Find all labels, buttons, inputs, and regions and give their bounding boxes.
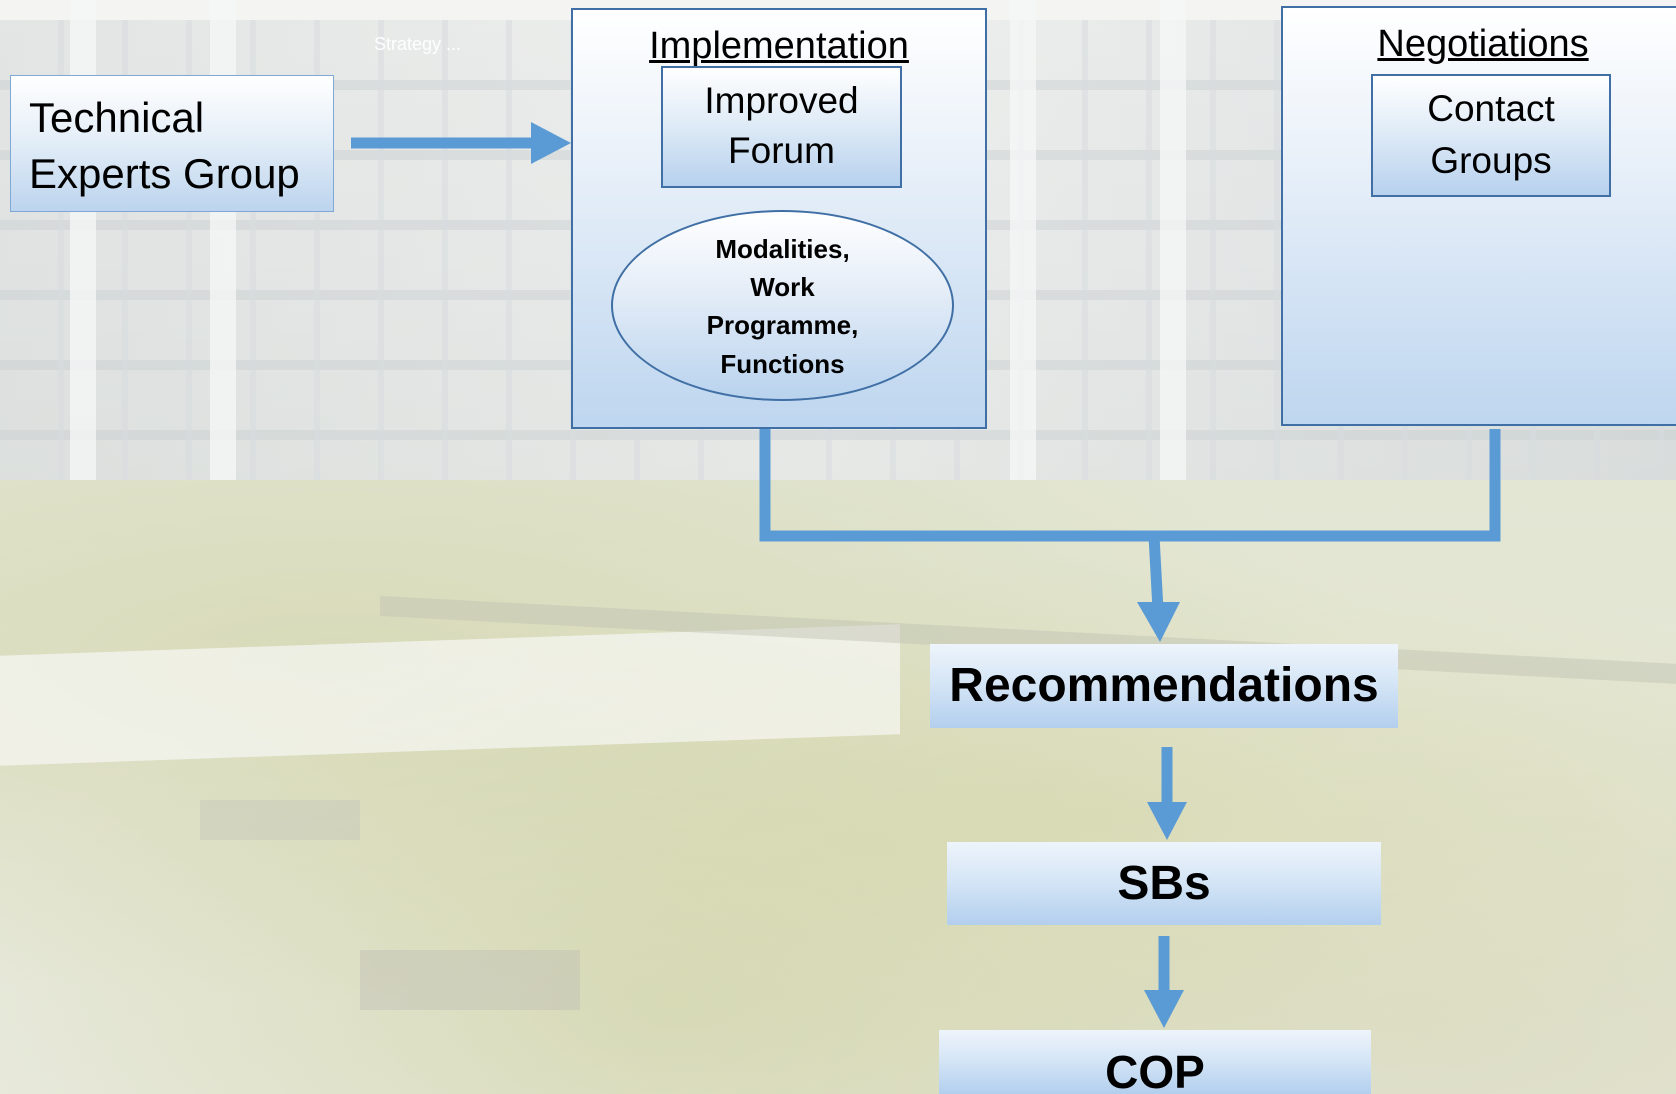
arrowhead-to-recommendations (1137, 602, 1180, 642)
technical-experts-line2: Experts Group (29, 150, 300, 197)
technical-experts-line1: Technical (29, 94, 205, 141)
implementation-box: Implementation Improved Forum Modalities… (571, 8, 987, 429)
implementation-title: Implementation (649, 25, 909, 67)
contact-groups-line2: Groups (1430, 140, 1552, 181)
improved-forum-line1: Improved (704, 80, 859, 121)
modalities-line4: Functions (720, 349, 845, 379)
recommendations-box: Recommendations (930, 644, 1398, 728)
arrowhead-tech-to-implementation (531, 122, 571, 164)
contact-groups-box: Contact Groups (1371, 74, 1611, 197)
modalities-line3: Programme, (706, 310, 859, 340)
cop-box: COP (939, 1030, 1371, 1094)
arrowhead-recommendations-to-sbs (1147, 802, 1187, 840)
modalities-line2: Work (750, 272, 815, 302)
modalities-ellipse: Modalities, Work Programme, Functions (611, 210, 954, 401)
arrow-to-recommendations (1148, 535, 1164, 611)
technical-experts-group-box: Technical Experts Group (10, 75, 334, 212)
improved-forum-box: Improved Forum (661, 66, 902, 188)
improved-forum-line2: Forum (728, 130, 835, 171)
negotiations-title: Negotiations (1377, 23, 1589, 65)
connector-bracket (759, 429, 1501, 542)
arrowhead-sbs-to-cop (1144, 990, 1184, 1028)
sbs-box: SBs (947, 842, 1381, 925)
contact-groups-line1: Contact (1427, 88, 1555, 129)
negotiations-box: Negotiations Contact Groups (1281, 6, 1676, 426)
modalities-line1: Modalities, (715, 234, 850, 264)
faint-slide-title: Strategy ... (374, 34, 462, 54)
